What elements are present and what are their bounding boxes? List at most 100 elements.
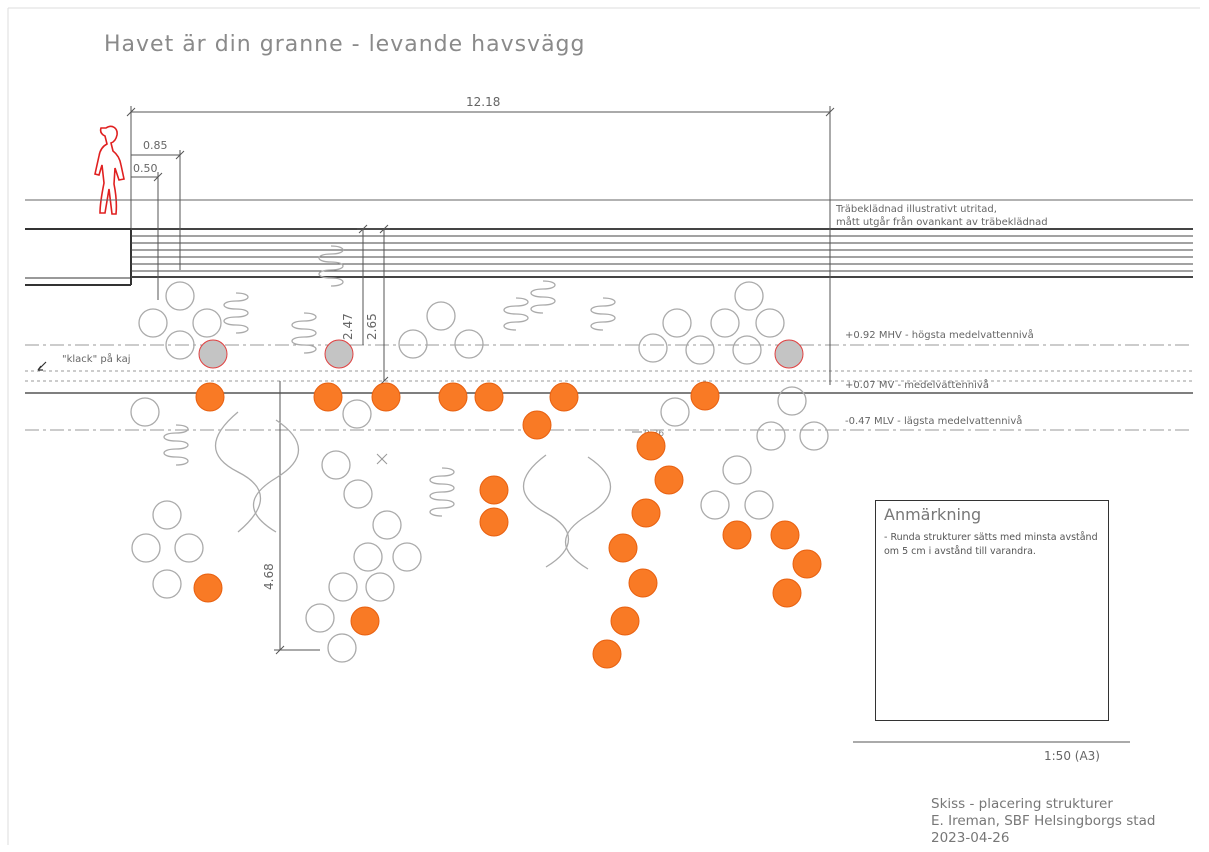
wood-cladding (131, 228, 1193, 278)
scale-label: 1:50 (A3) (1044, 749, 1100, 763)
squiggle-structure (163, 424, 189, 466)
footer-block: Skiss - placering strukturer E. Ireman, … (931, 796, 1155, 847)
dim-265-label: 2.65 (365, 313, 379, 340)
outline-circle (321, 450, 351, 480)
squiggle-structure (252, 419, 300, 533)
orange-circle (610, 606, 640, 636)
outline-circle (799, 421, 829, 451)
outline-circle (131, 533, 161, 563)
outline-circle (152, 500, 182, 530)
orange-circle (636, 431, 666, 461)
orange-circle (792, 549, 822, 579)
note-title: Anmärkning (884, 505, 982, 524)
orange-circle (371, 382, 401, 412)
orange-circle (313, 382, 343, 412)
outline-circle (777, 386, 807, 416)
orange-circle (722, 520, 752, 550)
outline-circle (756, 421, 786, 451)
outline-circle (174, 533, 204, 563)
outline-circle (165, 330, 195, 360)
outline-circle (192, 308, 222, 338)
outline-circle (638, 333, 668, 363)
squiggle-structure (223, 292, 249, 334)
dimension-vertical (357, 224, 390, 386)
footer-line-3: 2023-04-26 (931, 830, 1010, 846)
orange-circle (522, 410, 552, 440)
squiggle-structure (530, 280, 556, 314)
cross-marker (376, 453, 388, 465)
orange-circle (195, 382, 225, 412)
outline-circle (454, 329, 484, 359)
outline-circle (660, 397, 690, 427)
dim-050-label: 0.50 (133, 162, 158, 175)
footer-line-1: Skiss - placering strukturer (931, 796, 1113, 812)
orange-circle (193, 573, 223, 603)
outline-circle (138, 308, 168, 338)
orange-circle (631, 498, 661, 528)
dim-247-label: 2.47 (341, 313, 355, 340)
gray-circle (774, 339, 804, 369)
gray-circle (324, 339, 354, 369)
note-box: Anmärkning - Runda strukturer sätts med … (875, 500, 1109, 721)
quay-profile (25, 228, 132, 286)
gray-circle (198, 339, 228, 369)
squiggle-structure (429, 467, 455, 517)
outline-circle (710, 308, 740, 338)
mv-label: +0.07 MV - medelvattennivå (845, 378, 989, 391)
outline-circle (130, 397, 160, 427)
cladding-note-1: Träbeklädnad illustrativt utritad, (835, 204, 997, 215)
orange-circle (474, 382, 504, 412)
outline-circle (305, 603, 335, 633)
orange-circle (628, 568, 658, 598)
orange-circle (654, 465, 684, 495)
outline-circle (328, 572, 358, 602)
squiggle-structure (522, 454, 570, 568)
orange-circle (350, 606, 380, 636)
outline-circle (372, 510, 402, 540)
footer-line-2: E. Ireman, SBF Helsingborgs stad (931, 813, 1156, 829)
orange-circle (479, 507, 509, 537)
outline-circle (426, 301, 456, 331)
orange-circle (549, 382, 579, 412)
outline-circle (700, 490, 730, 520)
dimension-total-width (126, 106, 835, 385)
orange-circle (438, 382, 468, 412)
orange-circle (690, 381, 720, 411)
dim-468-label: 4.68 (262, 563, 276, 590)
outline-circle (732, 335, 762, 365)
outline-circle (685, 335, 715, 365)
outline-circle (755, 308, 785, 338)
outline-circle (734, 281, 764, 311)
squiggle-structure (214, 411, 262, 533)
orange-circle (772, 578, 802, 608)
dim-085-label: 0.85 (143, 139, 168, 152)
dimension-468 (274, 381, 320, 655)
orange-circle (770, 520, 800, 550)
orange-circle (479, 475, 509, 505)
klack-label: "klack" på kaj (62, 352, 131, 365)
outline-circle (662, 308, 692, 338)
outline-circle (744, 490, 774, 520)
outline-structures (130, 281, 829, 663)
mhv-label: +0.92 MHV - högsta medelvattennivå (845, 328, 1034, 341)
squiggle-structures (163, 245, 616, 570)
orange-circle (592, 639, 622, 669)
orange-structures (193, 381, 822, 669)
outline-circle (365, 572, 395, 602)
outline-circle (327, 633, 357, 663)
outline-circle (152, 569, 182, 599)
outline-circle (398, 329, 428, 359)
dimension-small (131, 150, 185, 300)
outline-circle (722, 455, 752, 485)
outline-circle (353, 542, 383, 572)
human-figure-icon (94, 125, 125, 215)
gray-structures (198, 339, 804, 369)
cladding-note-2: mått utgår från ovankant av träbeklädnad (836, 215, 1048, 228)
outline-circle (342, 399, 372, 429)
squiggle-structure (590, 297, 616, 331)
drawing-title: Havet är din granne - levande havsvägg (104, 32, 586, 57)
outline-circle (392, 542, 422, 572)
squiggle-structure (318, 245, 344, 287)
